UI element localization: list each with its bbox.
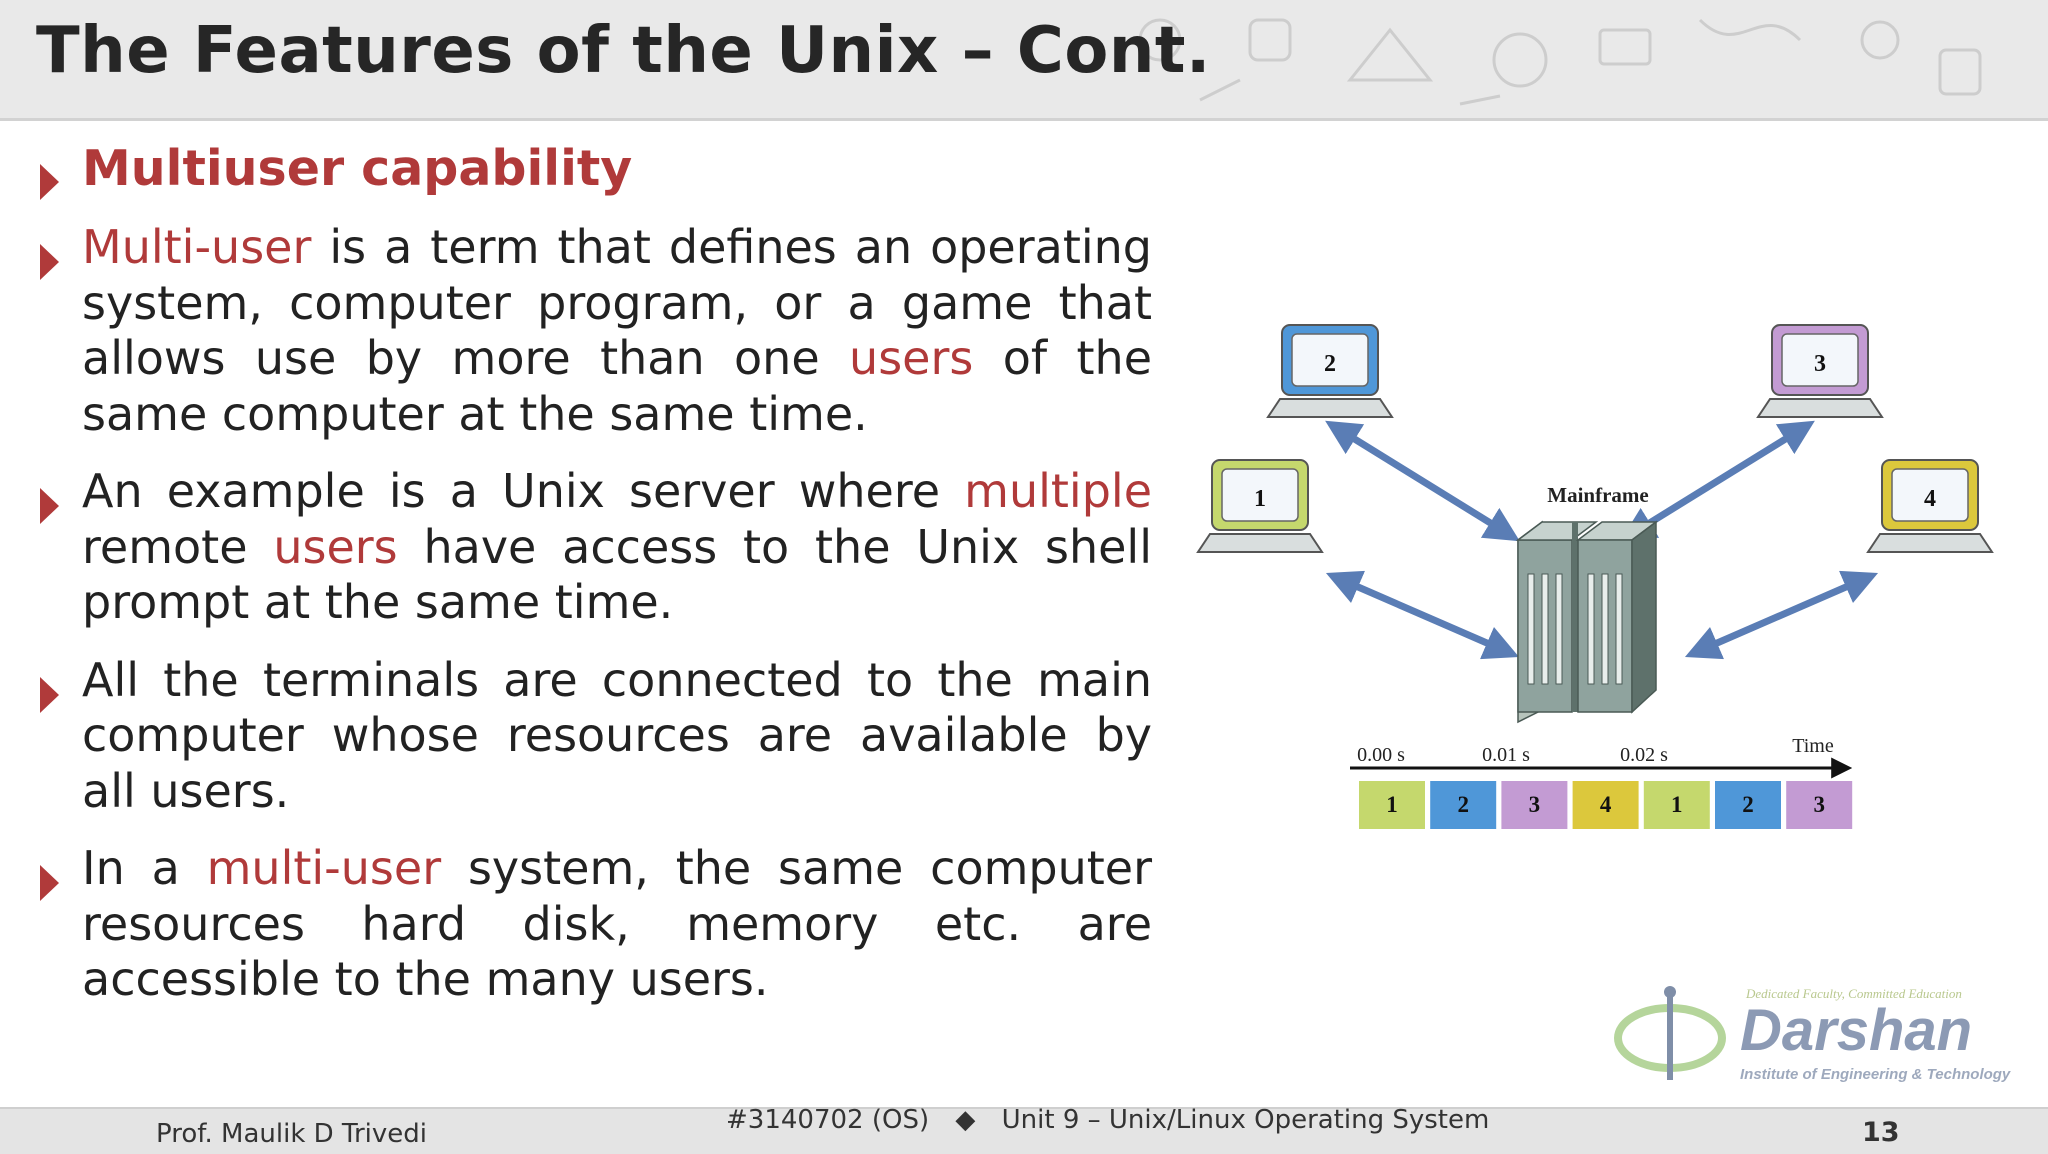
arrow-terminal-4	[1684, 570, 1879, 660]
footer-author: Prof. Maulik D Trivedi	[156, 1119, 428, 1149]
bullet-list: Multiuser capability Multi-user is a ter…	[36, 140, 1152, 1030]
timeline: Time 0.00 s 0.01 s 0.02 s 1 2 3 4 1 2 3	[1350, 735, 1855, 831]
connection-arrows	[1325, 420, 1879, 660]
bullet-arrow-icon	[40, 865, 59, 901]
text-run: is a term that defines an operating syst…	[82, 220, 1152, 385]
logo-tagline: Dedicated Faculty, Committed Education	[1745, 986, 1962, 1001]
bullet-item: All the terminals are connected to the m…	[36, 653, 1152, 820]
highlight-term: users	[273, 519, 398, 574]
timeline-slot-label: 4	[1600, 792, 1612, 817]
text-run: have access to the Unix shell prompt at …	[82, 519, 1152, 630]
timeline-slot: 4	[1570, 779, 1641, 831]
mainframe-icon	[1515, 520, 1659, 724]
timeline-slot-label: 1	[1386, 792, 1398, 817]
bullet-arrow-icon	[40, 488, 59, 524]
text-run: All the terminals are connected to the m…	[82, 652, 1152, 818]
time-tick: 0.00 s	[1357, 744, 1405, 766]
bullet-arrow-icon	[40, 164, 59, 200]
footer-course: #3140702 (OS)	[726, 1105, 930, 1135]
bullet-item: In a multi-user system, the same compute…	[36, 841, 1152, 1008]
diamond-separator-icon: ◆	[955, 1105, 976, 1135]
text-run: In a	[82, 841, 207, 895]
timeline-slot-label: 3	[1813, 792, 1825, 817]
timeline-slot-label: 3	[1529, 792, 1541, 817]
timeline-slot-label: 2	[1457, 792, 1469, 817]
bullet-arrow-icon	[40, 244, 59, 280]
darshan-logo: Dedicated Faculty, Committed Education D…	[1614, 986, 2011, 1083]
doodle-pattern	[1138, 18, 1982, 106]
logo-name: Darshan	[1740, 998, 1972, 1063]
slide-header: The Features of the Unix – Cont.	[0, 0, 2048, 121]
timeline-slots: 1 2 3 4 1 2 3	[1357, 779, 1855, 831]
timeline-slot: 2	[1713, 779, 1783, 831]
text-run: remote	[82, 519, 274, 574]
footer-course-info: #3140702 (OS) ◆ Unit 9 – Unix/Linux Oper…	[726, 1105, 1489, 1135]
timeline-slot-label: 2	[1742, 792, 1754, 817]
footer-unit: Unit 9 – Unix/Linux Operating System	[1001, 1105, 1490, 1135]
page-number: 13	[1862, 1117, 1900, 1148]
arrow-terminal-3	[1620, 420, 1815, 542]
slide-title: The Features of the Unix – Cont.	[36, 14, 1211, 88]
slide-footer: Prof. Maulik D Trivedi #3140702 (OS) ◆ U…	[0, 1105, 2048, 1154]
highlight-term: users	[849, 331, 974, 385]
bullet-item: An example is a Unix server where multip…	[36, 464, 1152, 631]
highlight-term: Multi-user	[82, 220, 312, 274]
terminal-label: 4	[1924, 486, 1936, 512]
timeline-slot: 3	[1784, 779, 1855, 831]
terminal-label: 1	[1254, 486, 1266, 512]
terminal-label: 3	[1814, 351, 1826, 377]
timeline-slot-label: 1	[1671, 792, 1683, 817]
arrow-terminal-1	[1325, 570, 1520, 660]
text-run: An example is a Unix server where	[82, 464, 965, 518]
text-run: of the same computer at the same time.	[82, 331, 1152, 441]
bullet-text: In a multi-user system, the same compute…	[82, 841, 1152, 1008]
bullet-text: An example is a Unix server where multip…	[82, 464, 1152, 631]
bullet-text: All the terminals are connected to the m…	[82, 653, 1152, 820]
mainframe-label: Mainframe	[1547, 483, 1648, 507]
terminal-3-icon: 3	[1756, 324, 1884, 418]
highlight-term: multiple	[964, 464, 1152, 518]
timeline-slot: 1	[1641, 779, 1712, 831]
bullet-heading: Multiuser capability	[36, 140, 1152, 200]
timeline-slot: 2	[1428, 779, 1499, 831]
logo-subtitle: Institute of Engineering & Technology	[1740, 1066, 2011, 1083]
time-tick: 0.02 s	[1620, 744, 1668, 766]
time-tick: 0.01 s	[1482, 744, 1530, 766]
terminals-group: 1 2 3 4	[1196, 324, 1994, 553]
arrow-terminal-2	[1325, 420, 1520, 542]
text-run: system, the same computer resources hard…	[82, 841, 1153, 1006]
terminal-4-icon: 4	[1866, 459, 1994, 553]
terminal-2-icon: 2	[1266, 324, 1394, 418]
highlight-term: multi-user	[206, 841, 442, 895]
bullet-item: Multi-user is a term that defines an ope…	[36, 220, 1152, 442]
timeline-slot: 3	[1499, 779, 1570, 831]
timeline-slot: 1	[1357, 779, 1427, 831]
section-heading: Multiuser capability	[82, 140, 633, 197]
terminal-label: 2	[1324, 351, 1336, 377]
time-axis-label: Time	[1792, 735, 1834, 757]
multiuser-diagram: Mainframe 1 2 3 4 Time 0.00 s 0.01 s 0.02 s…	[1196, 324, 1994, 831]
bullet-arrow-icon	[40, 676, 59, 713]
terminal-1-icon: 1	[1196, 459, 1324, 553]
bullet-text: Multi-user is a term that defines an ope…	[82, 220, 1152, 442]
